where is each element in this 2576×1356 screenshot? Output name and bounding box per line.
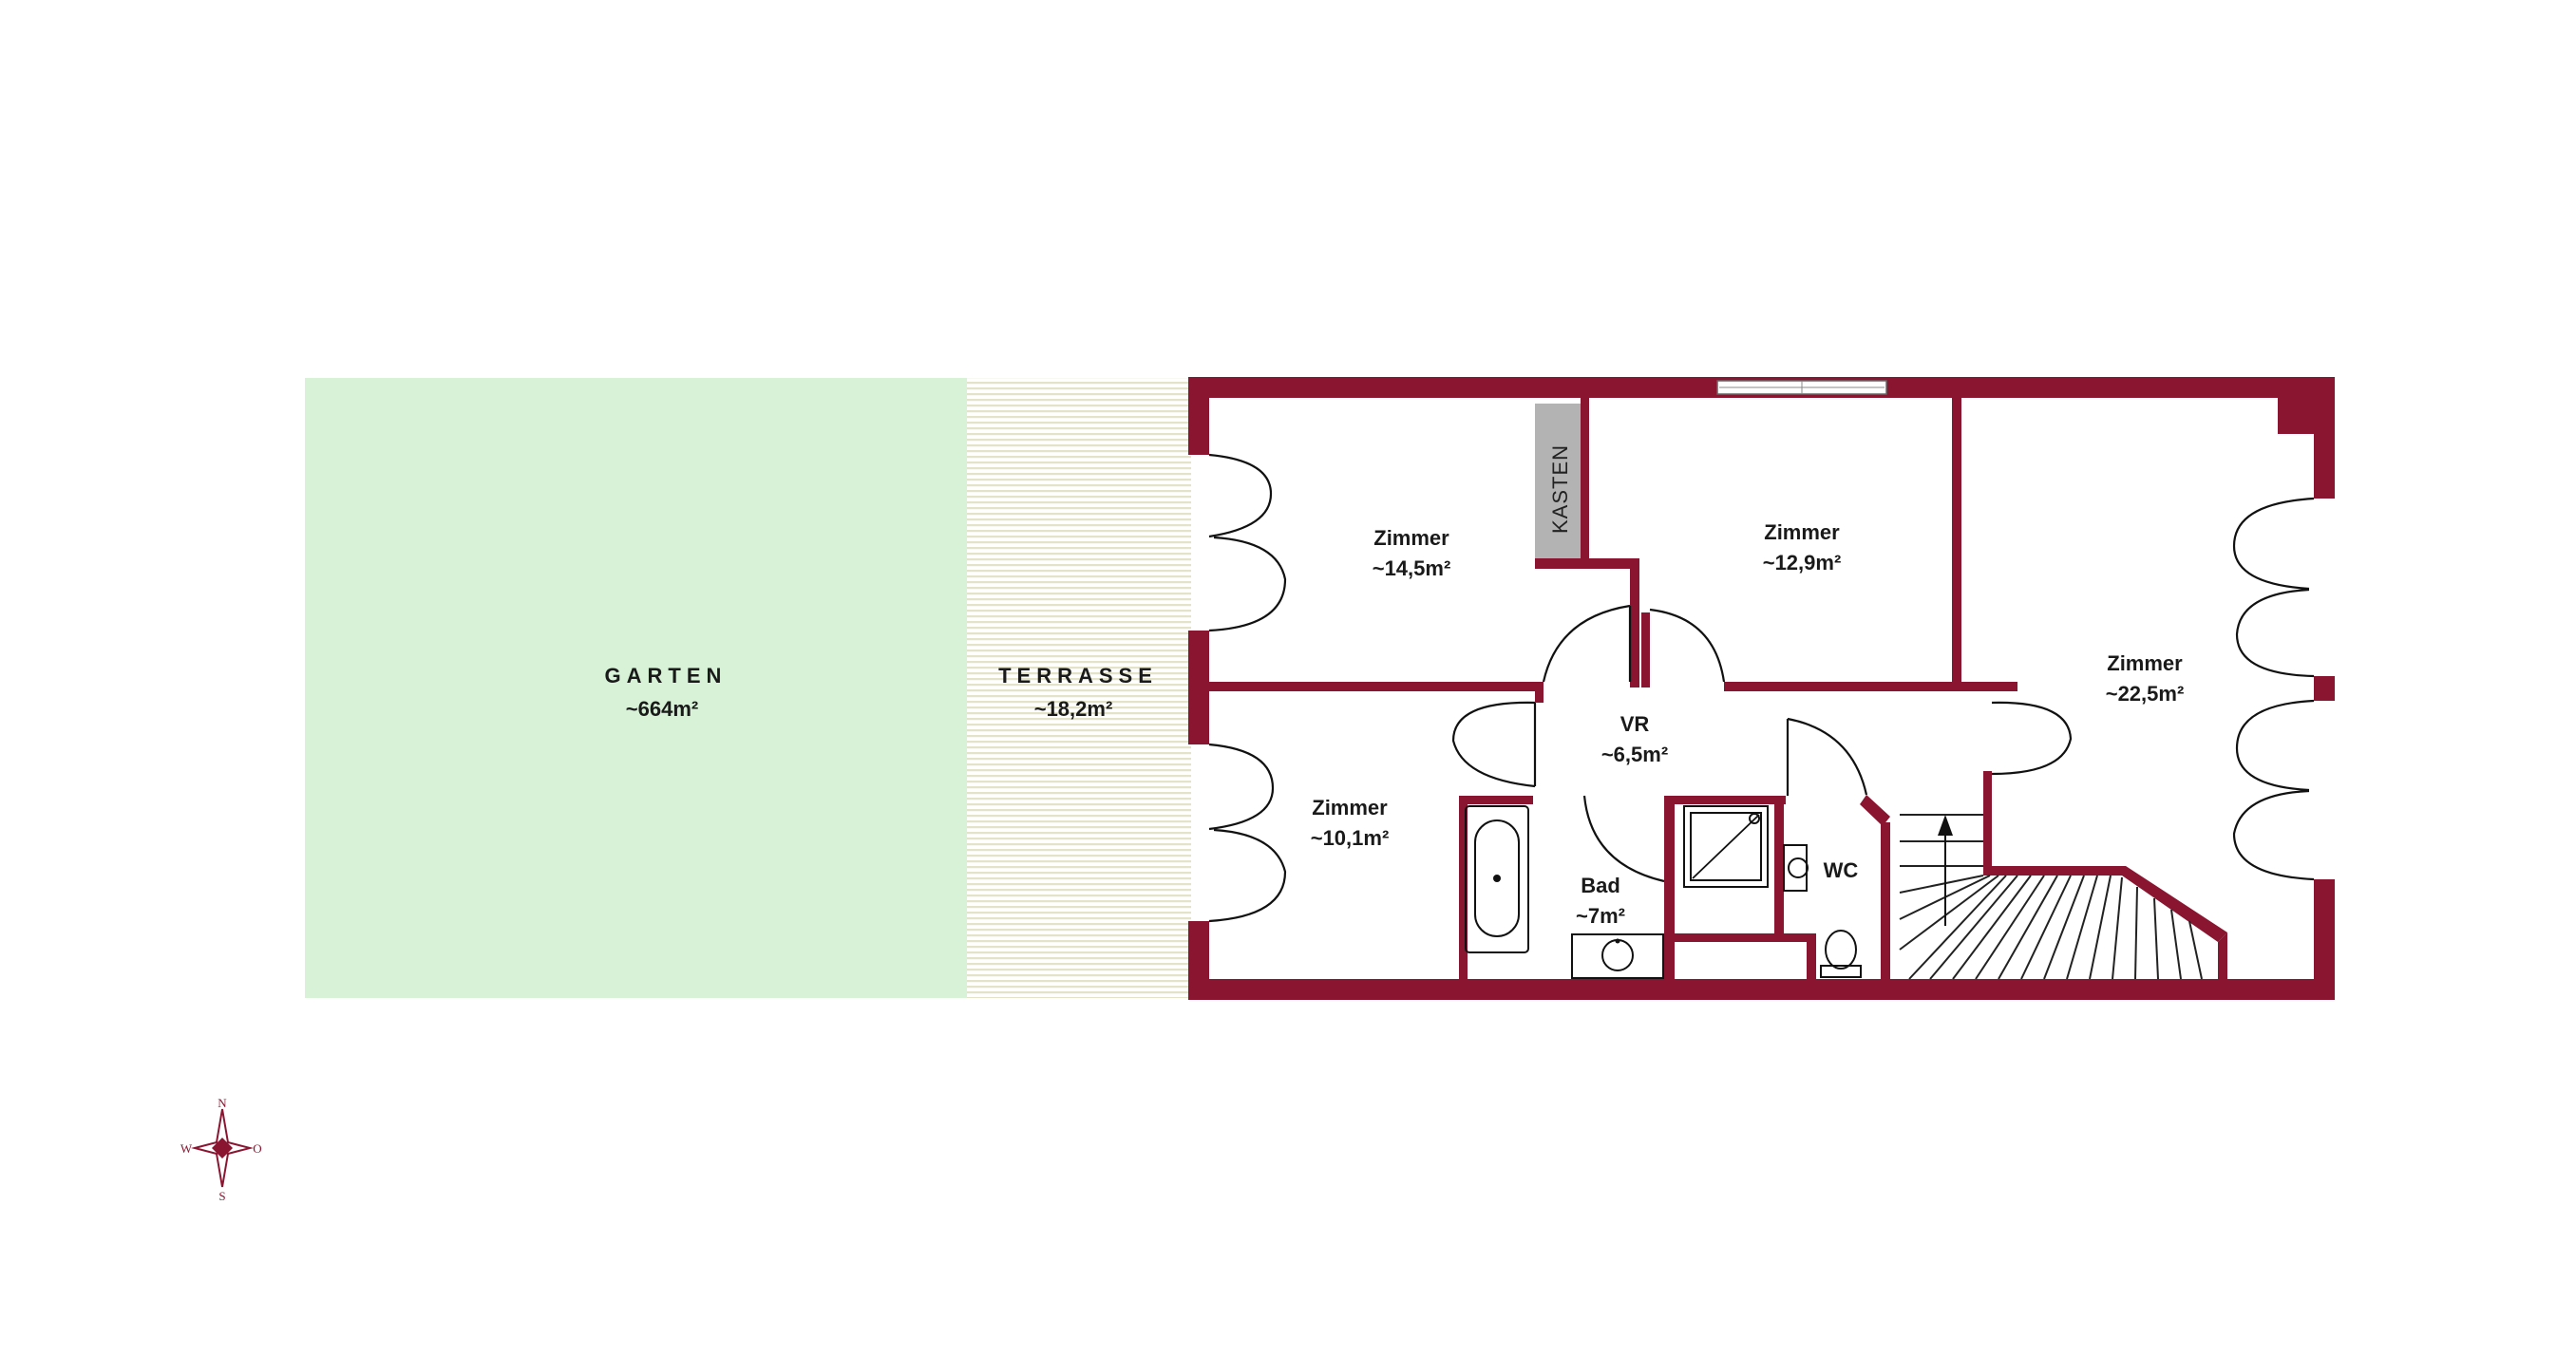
- window: [1716, 380, 1887, 395]
- shower-icon: [1683, 805, 1769, 888]
- stair-arrow-icon: [1938, 815, 1953, 836]
- door-zimmer-3: [1991, 701, 2073, 776]
- compass-rose-icon: [191, 1108, 254, 1188]
- compass-s-label: S: [218, 1189, 225, 1203]
- terrace-area-label: ~18,2m²: [1034, 697, 1113, 721]
- zimmer-3-label: Zimmer: [2107, 651, 2183, 675]
- garden-area-label: ~664m²: [626, 697, 698, 721]
- compass-w-label: W: [180, 1141, 193, 1156]
- walls: [1188, 377, 2335, 1000]
- door-zimmer-2: [1649, 608, 1726, 683]
- zimmer-2-area: ~12,9m²: [1763, 551, 1842, 574]
- door-left-lower: [1208, 743, 1287, 923]
- staircase: [1899, 814, 2203, 980]
- terrace-label: TERRASSE: [998, 664, 1158, 687]
- compass-n-label: N: [218, 1096, 227, 1110]
- vr-area: ~6,5m²: [1601, 743, 1668, 766]
- zimmer-4-label: Zimmer: [1312, 796, 1388, 819]
- zimmer-1-label: Zimmer: [1373, 526, 1449, 550]
- door-wc: [1786, 717, 1868, 796]
- zimmer-1-area: ~14,5m²: [1373, 556, 1451, 580]
- vr-label: VR: [1620, 712, 1650, 736]
- door-left-upper: [1208, 453, 1287, 632]
- door-bad: [1582, 795, 1665, 883]
- door-right-upper: [2232, 497, 2315, 678]
- closet: [1535, 404, 1584, 558]
- bad-area: ~7m²: [1576, 904, 1625, 928]
- zimmer-2-label: Zimmer: [1764, 520, 1840, 544]
- door-zimmer-1: [1542, 604, 1632, 683]
- door-right-lower: [2232, 699, 2315, 881]
- bathtub-icon: [1465, 805, 1529, 953]
- door-zimmer-4: [1451, 701, 1537, 788]
- wc-label: WC: [1824, 858, 1859, 882]
- garden-label: GARTEN: [605, 664, 728, 687]
- zimmer-4-area: ~10,1m²: [1311, 826, 1390, 850]
- terrace-area: [967, 378, 1191, 998]
- bad-label: Bad: [1581, 874, 1620, 897]
- closet-label: KASTEN: [1548, 444, 1572, 534]
- compass-o-label: O: [253, 1141, 261, 1156]
- washbasin-icon: [1571, 933, 1664, 979]
- zimmer-3-area: ~22,5m²: [2106, 682, 2185, 706]
- toilet-icon: [1820, 930, 1862, 978]
- wc-washbasin-icon: [1783, 844, 1809, 892]
- garden-area: [305, 378, 967, 998]
